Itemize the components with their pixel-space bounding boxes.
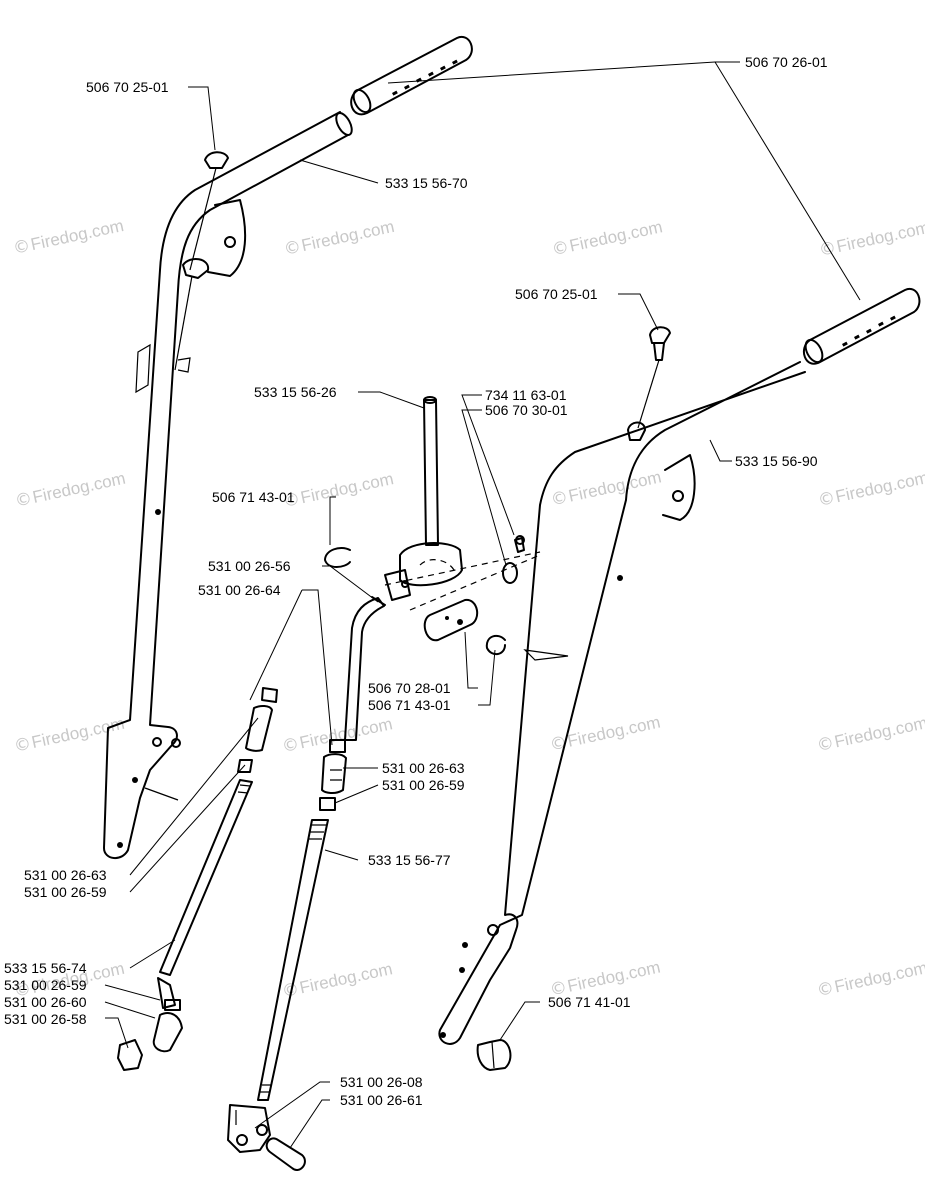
watermark-text: Firedog.com [299, 469, 395, 507]
washer-a-icon [514, 535, 525, 553]
label-rod-long: 533 15 56-77 [368, 852, 451, 868]
label-rod-left: 533 15 56-74 [4, 960, 87, 976]
bolt-right-icon [637, 326, 671, 429]
label-rod-upper: 533 15 56-26 [254, 384, 337, 400]
watermark-symbol: © [12, 734, 33, 757]
grip-lower [802, 287, 921, 365]
watermark-text: Firedog.com [30, 714, 126, 752]
bracket-pin-61 [265, 1137, 306, 1171]
watermark-text: Firedog.com [566, 958, 662, 996]
label-washer-b: 506 70 30-01 [485, 402, 568, 418]
watermark-text: Firedog.com [29, 216, 125, 254]
watermark-text: Firedog.com [566, 713, 662, 751]
label-pin: 506 70 28-01 [368, 680, 451, 696]
watermark-text: Firedog.com [834, 468, 925, 506]
label-bolt-right: 506 70 25-01 [515, 286, 598, 302]
watermark-symbol: © [11, 236, 32, 259]
label-handle-left: 533 15 56-70 [385, 175, 468, 191]
clip-lower-icon [485, 634, 506, 656]
label-bracket-08: 531 00 26-08 [340, 1074, 423, 1090]
watermark-text: Firedog.com [833, 713, 925, 751]
watermark-text: Firedog.com [300, 217, 396, 255]
watermark-symbol: © [280, 734, 301, 757]
watermarks: ©Firedog.com ©Firedog.com ©Firedog.com ©… [11, 216, 925, 1002]
label-clip-lower: 506 71 43-01 [368, 697, 451, 713]
watermark-symbol: © [815, 978, 836, 1001]
label-knob: 506 71 41-01 [548, 994, 631, 1010]
label-clip-upper: 506 71 43-01 [212, 489, 295, 505]
ferrule-rod [344, 596, 386, 741]
clip-upper-icon [324, 547, 351, 568]
knob-icon [476, 1039, 512, 1071]
watermark-symbol: © [550, 237, 571, 260]
leader-lines [104, 61, 861, 1149]
label-lower-60: 531 00 26-60 [4, 994, 87, 1010]
long-rod [257, 819, 329, 1101]
watermark-symbol: © [282, 237, 303, 260]
part-labels: 506 70 25-01 506 70 26-01 533 15 56-70 5… [4, 54, 828, 1108]
watermark-symbol: © [815, 733, 836, 756]
pin-icon [423, 598, 479, 642]
label-left-59: 531 00 26-59 [24, 884, 107, 900]
watermark-text: Firedog.com [835, 218, 925, 256]
watermark-symbol: © [549, 487, 570, 510]
label-bracket-61: 531 00 26-61 [340, 1092, 423, 1108]
bolt-left-icon [204, 151, 229, 169]
label-washer-a: 734 11 63-01 [485, 387, 567, 403]
watermark-text: Firedog.com [31, 469, 127, 507]
label-ferrule-64: 531 00 26-64 [198, 582, 281, 598]
label-mid-63: 531 00 26-63 [382, 760, 465, 776]
watermark-symbol: © [281, 489, 302, 512]
watermark-symbol: © [548, 977, 569, 1000]
label-handle-right: 533 15 56-90 [735, 453, 818, 469]
label-ferrule-56: 531 00 26-56 [208, 558, 291, 574]
label-bolt-left: 506 70 25-01 [86, 79, 169, 95]
washer-b-icon [502, 562, 518, 584]
left-rod-group [117, 687, 278, 1071]
label-lower-58: 531 00 26-58 [4, 1011, 87, 1027]
label-lower-59: 531 00 26-59 [4, 977, 87, 993]
watermark-symbol: © [12, 979, 33, 1002]
shifter-rod-upper [384, 396, 463, 601]
watermark-symbol: © [816, 488, 837, 511]
watermark-text: Firedog.com [298, 959, 394, 997]
middle-connectors [319, 739, 347, 811]
watermark-symbol: © [13, 489, 34, 512]
label-left-63: 531 00 26-63 [24, 867, 107, 883]
watermark-text: Firedog.com [567, 467, 663, 505]
watermark-text: Firedog.com [568, 217, 664, 255]
label-mid-59: 531 00 26-59 [382, 777, 465, 793]
bracket-08 [227, 1104, 271, 1153]
label-grips: 506 70 26-01 [745, 54, 828, 70]
handle-right [438, 361, 806, 1045]
grip-upper [350, 35, 473, 116]
handle-left [103, 111, 353, 859]
watermark-text: Firedog.com [833, 958, 925, 996]
